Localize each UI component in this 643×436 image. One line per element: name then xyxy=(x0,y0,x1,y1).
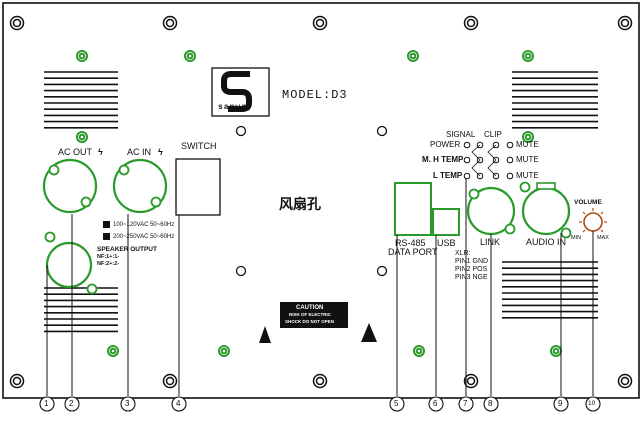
speaker-output-label: SPEAKER OUTPUT xyxy=(97,246,157,253)
screw-icon xyxy=(9,15,25,31)
screw-icon xyxy=(162,15,178,31)
link-xlr-connector[interactable] xyxy=(466,186,516,236)
pin1-label: PIN1 GND xyxy=(455,258,489,265)
callout-circles xyxy=(39,396,601,412)
speaker-output-connector[interactable] xyxy=(44,231,98,295)
nf-line2-label: NF:2+:2- xyxy=(97,261,120,267)
link-label: LINK xyxy=(480,237,501,247)
rs485-label: RS-485 xyxy=(395,238,426,248)
panel-holes xyxy=(235,125,388,277)
volume-label: VOLUME xyxy=(574,199,602,206)
mounting-screws xyxy=(9,15,633,389)
switch-label: SWITCH xyxy=(181,141,217,151)
screw-icon xyxy=(162,373,178,389)
caution-label xyxy=(259,302,377,343)
green-screw-icon xyxy=(550,345,562,357)
green-screw-icon xyxy=(407,50,419,62)
usb-label: USB xyxy=(437,238,456,248)
green-screw-icon xyxy=(184,50,196,62)
screw-icon xyxy=(617,15,633,31)
green-screw-icon xyxy=(107,345,119,357)
lightning-icon: ϟ xyxy=(98,147,103,157)
callout-4: 4 xyxy=(176,399,181,408)
ac-out-label: AC OUT xyxy=(58,147,93,157)
volume-max-label: MAX xyxy=(597,235,609,241)
l-temp-label: L TEMP xyxy=(433,171,463,180)
callout-9: 9 xyxy=(558,399,563,408)
pin2-label: PIN2 POS xyxy=(455,266,488,273)
voltage-indicator-220 xyxy=(103,233,110,240)
caution-line2: SHOCK DO NOT OPEN xyxy=(285,319,335,324)
callout-1: 1 xyxy=(44,399,49,408)
audio-in-label: AUDIO IN xyxy=(526,237,567,247)
voltage-indicator-110 xyxy=(103,221,110,228)
lightning-icon: ϟ xyxy=(158,147,163,157)
clip-label: CLIP xyxy=(484,130,502,139)
callout-10: 10 xyxy=(588,400,596,407)
xlr-label: XLR: xyxy=(455,250,471,257)
callout-2: 2 xyxy=(69,399,74,408)
ac-in-connector[interactable] xyxy=(112,158,168,214)
screw-icon xyxy=(312,15,328,31)
pin3-label: PIN3 NGE xyxy=(455,274,488,281)
callout-6: 6 xyxy=(433,399,438,408)
panel-outline xyxy=(2,2,640,399)
mute-label-1: MUTE xyxy=(516,140,539,149)
brand-logo xyxy=(211,67,270,117)
screw-icon xyxy=(463,373,479,389)
rs485-port[interactable] xyxy=(394,182,432,236)
caution-title: CAUTION xyxy=(296,305,324,311)
screw-icon xyxy=(312,373,328,389)
screw-icon xyxy=(9,373,25,389)
volume-min-label: MIN xyxy=(571,235,582,241)
power-label: POWER xyxy=(430,140,461,149)
green-screw-icon xyxy=(522,131,534,143)
callout-leaders xyxy=(46,179,594,396)
fan-hole-label: 风扇孔 xyxy=(279,197,321,213)
mute-label-3: MUTE xyxy=(516,171,539,180)
usb-port[interactable] xyxy=(432,208,460,236)
data-port-label: DATA PORT xyxy=(388,247,438,257)
callout-7: 7 xyxy=(463,399,468,408)
callout-3: 3 xyxy=(125,399,130,408)
mh-temp-label: M. H TEMP xyxy=(422,155,464,164)
green-screw-icon xyxy=(522,50,534,62)
green-screws xyxy=(76,50,562,357)
nf-line1-label: NF:1+:1- xyxy=(97,254,120,260)
voltage-220-label: 200~250VAC 50~60Hz xyxy=(113,234,175,240)
caution-line1: RISK OF ELECTRIC xyxy=(289,312,332,317)
vent-grilles xyxy=(44,71,598,333)
screw-icon xyxy=(463,15,479,31)
callout-8: 8 xyxy=(488,399,493,408)
power-switch[interactable] xyxy=(175,158,221,216)
ac-in-label: AC IN xyxy=(127,147,152,157)
ac-out-connector[interactable] xyxy=(42,158,98,214)
green-screw-icon xyxy=(218,345,230,357)
signal-label: SIGNAL xyxy=(446,130,476,139)
audio-in-xlr-connector[interactable] xyxy=(519,181,572,239)
green-screw-icon xyxy=(413,345,425,357)
mute-label-2: MUTE xyxy=(516,155,539,164)
indicator-leds xyxy=(463,141,514,180)
green-screw-icon xyxy=(76,50,88,62)
volume-knob[interactable] xyxy=(579,208,607,233)
voltage-110-label: 100~120VAC 50~60Hz xyxy=(113,222,175,228)
brand-name: sanway xyxy=(218,103,253,112)
green-screw-icon xyxy=(76,131,88,143)
model-label: MODEL:D3 xyxy=(282,88,348,102)
screw-icon xyxy=(617,373,633,389)
callout-5: 5 xyxy=(394,399,399,408)
